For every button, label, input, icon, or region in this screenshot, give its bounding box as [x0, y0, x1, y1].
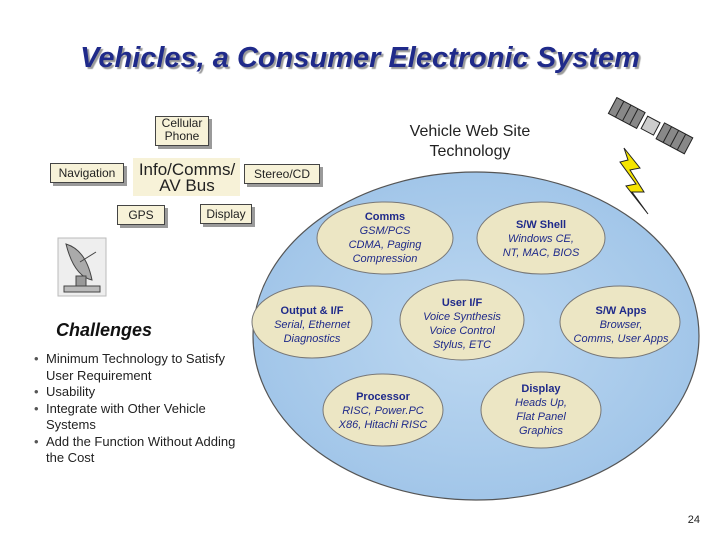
- node-sw-apps: S/W Apps Browser, Comms, User Apps: [556, 304, 686, 346]
- node-comms-shape: [316, 201, 454, 275]
- hub-shape: [133, 158, 240, 196]
- node-processor: Processor RISC, Power.PC X86, Hitachi RI…: [320, 390, 446, 432]
- node-output-shape: [251, 285, 373, 359]
- satellite-dish-icon: [57, 237, 107, 297]
- web-site-line2: Technology: [429, 143, 511, 160]
- node-display-title: Display: [521, 383, 561, 395]
- challenges-list: Minimum Technology to Satisfy User Requi…: [32, 351, 252, 467]
- node-output-title: Output & I/F: [280, 305, 344, 317]
- challenge-item: Add the Function Without Adding the Cost: [32, 434, 252, 467]
- display-box: Display: [200, 204, 252, 224]
- cellular-phone-label-1: Cellular: [161, 116, 203, 130]
- hub-label-line2: AV Bus: [159, 176, 215, 195]
- node-processor-title: Processor: [356, 391, 410, 403]
- challenges-title: Challenges: [56, 320, 153, 340]
- navigation-box: Navigation: [50, 163, 124, 183]
- node-user-if-line2: Voice Control: [429, 325, 495, 337]
- node-comms-line3: Compression: [352, 253, 418, 265]
- node-processor-line1: RISC, Power.PC: [342, 405, 424, 417]
- node-sw-shell: S/W Shell Windows CE, NT, MAC, BIOS: [476, 218, 606, 260]
- page-number: 24: [687, 514, 700, 526]
- node-user-if: User I/F Voice Synthesis Voice Control S…: [398, 296, 526, 352]
- node-user-if-line3: Stylus, ETC: [432, 339, 492, 351]
- cellular-phone-label-2: Phone: [164, 129, 200, 143]
- node-display: Display Heads Up, Flat Panel Graphics: [478, 382, 604, 438]
- node-display-shape: [480, 371, 602, 449]
- node-sw-apps-title: S/W Apps: [595, 305, 647, 317]
- node-user-if-title: User I/F: [441, 297, 483, 309]
- web-site-line1: Vehicle Web Site: [409, 123, 531, 140]
- challenge-item: Usability: [32, 384, 252, 401]
- node-display-line3: Graphics: [518, 425, 564, 437]
- node-sw-shell-line1: Windows CE,: [508, 233, 574, 245]
- gps-box: GPS: [117, 205, 165, 225]
- node-user-if-shape: [399, 279, 525, 361]
- slide-title: Vehicles, a Consumer Electronic System: [80, 42, 640, 74]
- stereo-cd-box: Stereo/CD: [244, 164, 320, 184]
- node-user-if-line1: Voice Synthesis: [423, 311, 501, 323]
- node-sw-shell-title: S/W Shell: [515, 219, 567, 231]
- node-processor-line2: X86, Hitachi RISC: [338, 419, 428, 431]
- node-sw-shell-line2: NT, MAC, BIOS: [502, 247, 580, 259]
- cellular-phone-box: Cellular Phone: [155, 116, 209, 146]
- node-processor-shape: [322, 373, 444, 447]
- node-output: Output & I/F Serial, Ethernet Diagnostic…: [250, 304, 374, 346]
- node-comms-line2: CDMA, Paging: [348, 239, 422, 251]
- hub-label: Info/Comms/ AV Bus: [128, 160, 246, 195]
- web-site-heading: Vehicle Web Site Technology: [380, 122, 560, 162]
- node-comms-line1: GSM/PCS: [359, 225, 411, 237]
- node-sw-apps-line1: Browser,: [599, 319, 643, 331]
- node-sw-apps-shape: [559, 285, 681, 359]
- satellite-icon: [607, 96, 694, 155]
- node-output-line1: Serial, Ethernet: [274, 319, 350, 331]
- node-display-line2: Flat Panel: [516, 411, 566, 423]
- challenge-item: Integrate with Other Vehicle Systems: [32, 401, 252, 434]
- node-sw-apps-line2: Comms, User Apps: [573, 333, 669, 345]
- challenge-item: Minimum Technology to Satisfy User Requi…: [32, 351, 252, 384]
- lightning-icon: [619, 147, 649, 215]
- node-comms: Comms GSM/PCS CDMA, Paging Compression: [320, 210, 450, 266]
- node-comms-title: Comms: [364, 211, 406, 223]
- hub-label-line1: Info/Comms/: [138, 160, 236, 179]
- node-sw-shell-shape: [476, 201, 606, 275]
- node-display-line1: Heads Up,: [515, 397, 567, 409]
- node-output-line2: Diagnostics: [283, 333, 341, 345]
